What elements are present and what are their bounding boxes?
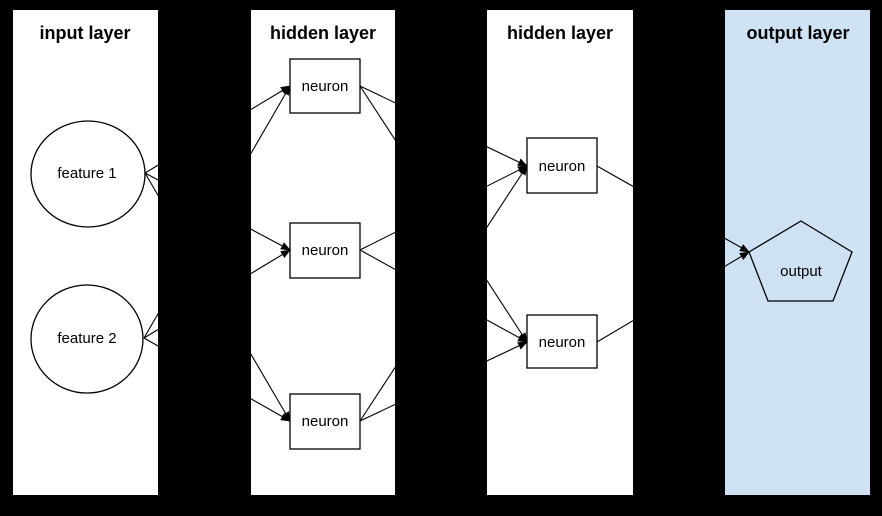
edge-h1n2-h2n1: [359, 165, 528, 251]
edge-h1n3-h2n2: [359, 341, 528, 422]
input-layer-title: input layer: [39, 23, 130, 43]
hidden1-neuron-1-label: neuron: [302, 78, 349, 95]
hidden1-neuron-1-node: [289, 58, 361, 114]
output-node: [748, 220, 853, 302]
hidden-layer-1-title: hidden layer: [270, 23, 376, 43]
hidden1-neuron-3-label: neuron: [302, 413, 349, 430]
layer-titles: input layer hidden layer hidden layer ou…: [39, 23, 849, 43]
input-layer-panel: [13, 10, 158, 495]
edge-feature2-neuron2: [143, 249, 291, 339]
output-layer-title: output layer: [746, 23, 849, 43]
edge-feature2-neuron1: [143, 85, 291, 339]
hidden-layer-2-title: hidden layer: [507, 23, 613, 43]
output-layer-panel: [725, 10, 870, 495]
hidden-layer-1-nodes: neuron neuron neuron: [289, 58, 361, 450]
edge-h1n1-h2n1: [359, 85, 528, 167]
hidden2-neuron-1-node: [526, 137, 598, 194]
connection-arrows: [143, 85, 750, 422]
hidden2-neuron-1-label: neuron: [539, 158, 586, 175]
hidden2-neuron-2-node: [526, 314, 598, 369]
edge-h1n1-h2n2: [359, 85, 528, 343]
output-layer-nodes: output: [748, 220, 853, 302]
hidden-layer-2-panel: [487, 10, 633, 495]
feature-2-node: [30, 284, 144, 394]
hidden1-neuron-2-node: [289, 222, 361, 279]
edge-feature1-neuron1: [144, 85, 291, 174]
edge-feature1-neuron3: [144, 172, 291, 422]
layer-panels: [13, 10, 870, 495]
edge-h2n2-output: [596, 251, 750, 343]
edge-h1n3-h2n1: [359, 165, 528, 422]
edge-feature2-neuron3: [143, 337, 291, 422]
hidden1-neuron-2-label: neuron: [302, 242, 349, 259]
hidden1-neuron-3-node: [289, 393, 361, 450]
feature-1-label: feature 1: [57, 165, 116, 182]
feature-2-label: feature 2: [57, 330, 116, 347]
edge-h1n2-h2n2: [359, 249, 528, 343]
edge-h2n1-output: [596, 165, 750, 253]
hidden2-neuron-2-label: neuron: [539, 334, 586, 351]
input-layer-nodes: feature 1 feature 2: [30, 120, 146, 394]
output-node-label: output: [780, 263, 823, 280]
feature-1-node: [30, 120, 146, 228]
hidden-layer-2-nodes: neuron neuron: [526, 137, 598, 369]
